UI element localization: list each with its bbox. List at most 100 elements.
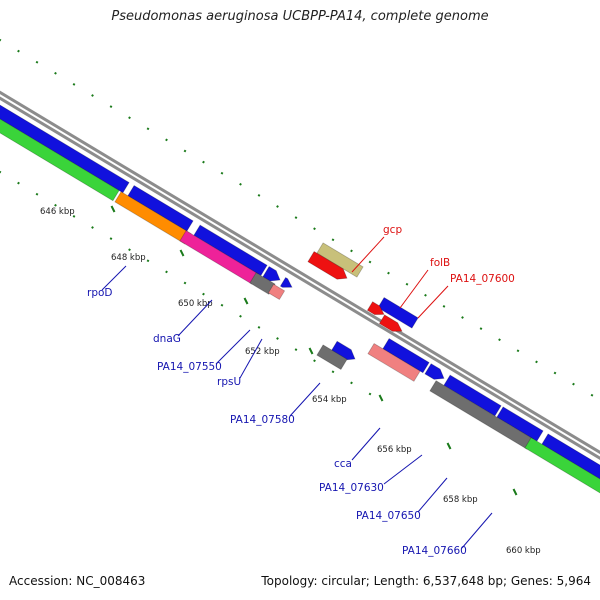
kbp-label-658: 658 kbp — [443, 495, 478, 505]
outer-dot-mark — [276, 205, 279, 208]
kbp-tick — [179, 249, 185, 257]
label-leader-lines — [101, 236, 493, 549]
genome-backbone — [0, 90, 600, 460]
kbp-tick — [378, 394, 384, 402]
gene-label-PA14_07650[interactable]: PA14_07650 — [356, 510, 421, 522]
gene-label-folB[interactable]: folB — [430, 257, 450, 269]
inner-dot-mark — [239, 314, 242, 318]
outer-dot-mark — [516, 349, 520, 353]
label-leader-line — [289, 382, 321, 417]
rna-block-red — [366, 301, 385, 316]
cds-block-forward — [193, 224, 268, 277]
gene-label-rpsU[interactable]: rpsU — [217, 376, 241, 388]
inner-dot-mark — [220, 303, 224, 307]
cds-block-forward — [262, 265, 281, 282]
inner-dot-mark — [35, 192, 39, 196]
inner-dot-mark — [331, 370, 335, 374]
label-leader-line — [101, 265, 127, 291]
cds-block-forward — [541, 433, 600, 480]
outer-dot-mark — [146, 127, 150, 131]
cds-block-forward — [382, 337, 430, 374]
gene-label-rpoD[interactable]: rpoD — [87, 287, 113, 299]
outer-dot-mark — [313, 227, 316, 231]
outer-dot-mark — [109, 105, 113, 108]
cds-block-forward — [443, 374, 502, 417]
gene-label-PA14_07600[interactable]: PA14_07600 — [450, 273, 515, 285]
kbp-label-660: 660 kbp — [506, 546, 541, 556]
label-leader-line — [461, 512, 493, 549]
outer-dot-mark — [17, 49, 20, 53]
feature-block-green — [0, 118, 120, 202]
gene-label-PA14_07580[interactable]: PA14_07580 — [230, 414, 295, 426]
kbp-tick — [110, 205, 116, 213]
outer-dot-mark — [72, 83, 76, 86]
gene-label-PA14_07630[interactable]: PA14_07630 — [319, 482, 384, 494]
label-leader-line — [417, 285, 449, 319]
outer-dot-mark — [424, 293, 427, 297]
cds-block-forward — [424, 363, 445, 380]
feature-block-pink — [367, 342, 421, 382]
map-title: Pseudomonas aeruginosa UCBPP-PA14, compl… — [111, 9, 489, 24]
gene-label-PA14_07550[interactable]: PA14_07550 — [157, 361, 222, 373]
inner-dot-mark — [146, 259, 150, 263]
rna-block-red — [378, 314, 403, 332]
label-leader-line — [399, 269, 429, 309]
kbp-label-648: 648 kbp — [111, 253, 146, 263]
feature-block-grey — [316, 344, 348, 371]
outer-dot-mark — [54, 71, 57, 75]
inner-dot-mark — [368, 392, 372, 396]
outer-dot-mark — [183, 149, 187, 153]
outer-dot-mark — [165, 138, 168, 142]
inner-dot-mark — [202, 292, 205, 296]
outer-dot-mark — [479, 327, 483, 330]
outer-dot-mark — [239, 182, 242, 186]
outer-dot-mark — [405, 282, 409, 286]
inner-dot-mark — [350, 381, 353, 385]
inner-dot-mark — [183, 281, 187, 285]
outer-dot-mark — [553, 371, 557, 375]
gene-label-dnaG[interactable]: dnaG — [153, 333, 181, 345]
inner-dot-mark — [109, 237, 113, 240]
inner-dot-mark — [72, 215, 76, 218]
outer-dot-mark — [294, 216, 298, 219]
label-leader-line — [351, 236, 385, 273]
label-leader-line — [417, 477, 448, 513]
backbone-line-outer — [0, 90, 600, 455]
cds-block-forward — [127, 184, 194, 232]
feature-block-grey — [249, 272, 276, 295]
cds-block-forward — [496, 406, 544, 442]
gene-label-PA14_07660[interactable]: PA14_07660 — [402, 545, 467, 557]
outer-dot-mark — [387, 271, 390, 275]
kbp-tick — [446, 442, 452, 450]
feature-block-pink — [267, 283, 286, 301]
outer-dot-mark — [257, 194, 261, 197]
label-leader-line — [383, 454, 423, 485]
inner-dot-mark — [54, 203, 57, 207]
kbp-tick — [243, 297, 249, 305]
outer-dot-mark — [202, 160, 205, 164]
outer-dot-mark — [128, 116, 131, 120]
label-leader-line — [215, 329, 251, 365]
outer-dot-mark — [331, 238, 335, 242]
inner-dot-mark — [0, 170, 2, 174]
inner-dot-mark — [257, 326, 261, 329]
inner-dot-mark — [17, 181, 20, 185]
outer-dot-mark — [498, 338, 501, 342]
gene-labels: rpoD dnaG PA14_07550 rpsU PA14_07580 cca… — [87, 224, 515, 557]
inner-dot-mark — [128, 248, 131, 252]
outer-dot-mark — [220, 171, 224, 175]
outer-dot-mark — [572, 382, 575, 386]
feature-block-grey — [429, 380, 534, 450]
label-leader-line — [351, 427, 381, 461]
gene-label-gcp[interactable]: gcp — [383, 224, 402, 236]
genome-summary-text: Topology: circular; Length: 6,537,648 bp… — [261, 574, 591, 588]
outer-dot-mark — [461, 316, 464, 319]
kbp-tick — [512, 488, 518, 496]
kbp-tick-marks — [110, 205, 518, 496]
outer-dot-mark — [368, 260, 372, 264]
cds-block-forward — [279, 276, 293, 288]
outer-dot-mark — [35, 60, 39, 64]
outer-dot-mark — [590, 393, 594, 397]
gene-label-cca[interactable]: cca — [334, 458, 352, 470]
outer-dot-mark — [91, 94, 94, 97]
